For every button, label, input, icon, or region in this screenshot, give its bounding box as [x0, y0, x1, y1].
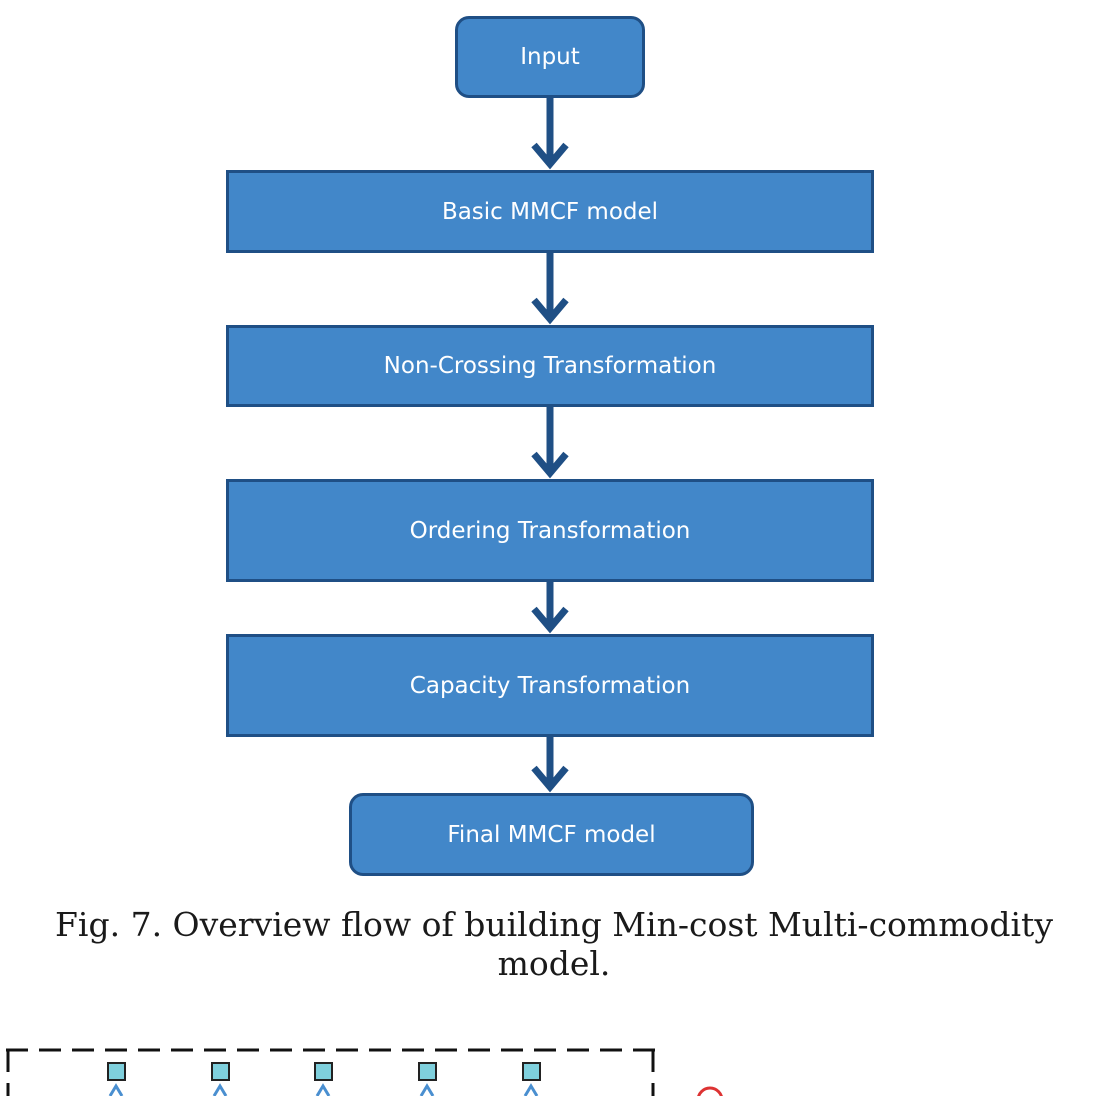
non-crossing-transformation-node: Non-Crossing Transformation	[226, 325, 874, 407]
flow-arrow	[531, 407, 569, 479]
next-figure-fragment	[6, 1048, 723, 1096]
flow-arrow	[531, 582, 569, 634]
red-circle-marker	[697, 1086, 723, 1096]
capacity-transformation-node: Capacity Transformation	[226, 634, 874, 737]
node-square	[107, 1062, 541, 1081]
flow-arrow	[531, 253, 569, 325]
final-mmcf-model-node: Final MMCF model	[349, 793, 754, 876]
final-mmcf-model-label: Final MMCF model	[447, 821, 656, 848]
figure-caption: Fig. 7. Overview flow of building Min-co…	[55, 905, 1053, 983]
ordering-transformation-node: Ordering Transformation	[226, 479, 874, 582]
ordering-transformation-label: Ordering Transformation	[409, 517, 691, 544]
flow-arrow	[531, 737, 569, 793]
input-node: Input	[455, 16, 645, 98]
basic-mmcf-model-label: Basic MMCF model	[441, 198, 659, 225]
basic-mmcf-model-node: Basic MMCF model	[226, 170, 874, 253]
capacity-transformation-label: Capacity Transformation	[409, 672, 691, 699]
input-node-label: Input	[520, 44, 580, 70]
flow-arrow	[531, 98, 569, 170]
non-crossing-transformation-label: Non-Crossing Transformation	[383, 353, 717, 379]
up-arrow	[108, 1083, 539, 1096]
